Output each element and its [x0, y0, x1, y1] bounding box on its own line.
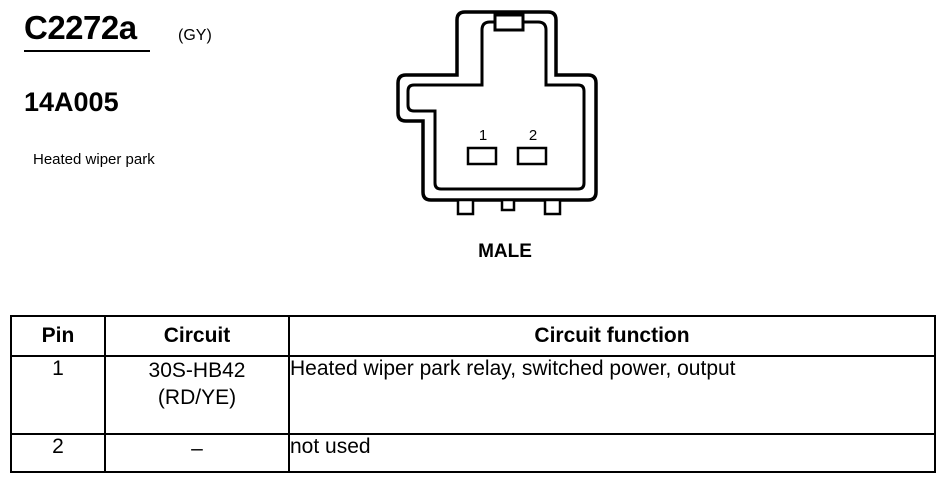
pin-number-cell: 2: [10, 433, 106, 473]
connector-gender-label: MALE: [478, 241, 532, 262]
connector-description: Heated wiper park: [33, 151, 155, 168]
circuit-cell: 30S-HB42 (RD/YE): [104, 355, 290, 435]
pin-label-2: 2: [529, 127, 537, 144]
pin-cavity-1: [466, 146, 498, 166]
pin-number-cell: 1: [10, 355, 106, 435]
table-row: 2 – not used: [10, 433, 936, 473]
connector-lock-tab: [493, 13, 525, 32]
connector-id: C2272a: [24, 9, 137, 46]
column-header-circuit-function: Circuit function: [288, 315, 936, 357]
pin-table: Pin Circuit Circuit function 1 30S-HB42 …: [10, 315, 936, 473]
circuit-cell: –: [104, 433, 290, 473]
circuit-function-cell: not used: [288, 433, 936, 473]
connector-bottom-key-right: [543, 198, 562, 216]
pin-table-header-row: Pin Circuit Circuit function: [10, 315, 936, 357]
connector-inner-outline: [406, 20, 586, 191]
connector-face-diagram: 1 2: [396, 10, 598, 216]
circuit-code: –: [191, 437, 203, 460]
circuit-function-cell: Heated wiper park relay, switched power,…: [288, 355, 936, 435]
connector-bottom-key-center: [500, 198, 516, 212]
column-header-circuit: Circuit: [104, 315, 290, 357]
color-code: (GY): [178, 27, 212, 44]
column-header-pin: Pin: [10, 315, 106, 357]
connector-id-underline: [24, 50, 150, 52]
connector-bottom-key-left: [456, 198, 475, 216]
pin-cavity-2: [516, 146, 548, 166]
wire-color: (RD/YE): [157, 386, 237, 409]
table-row: 1 30S-HB42 (RD/YE) Heated wiper park rel…: [10, 355, 936, 435]
pin-label-1: 1: [479, 127, 487, 144]
circuit-code: 30S-HB42: [148, 359, 246, 382]
connector-outer-outline: [396, 10, 598, 202]
part-number: 14A005: [24, 87, 119, 117]
